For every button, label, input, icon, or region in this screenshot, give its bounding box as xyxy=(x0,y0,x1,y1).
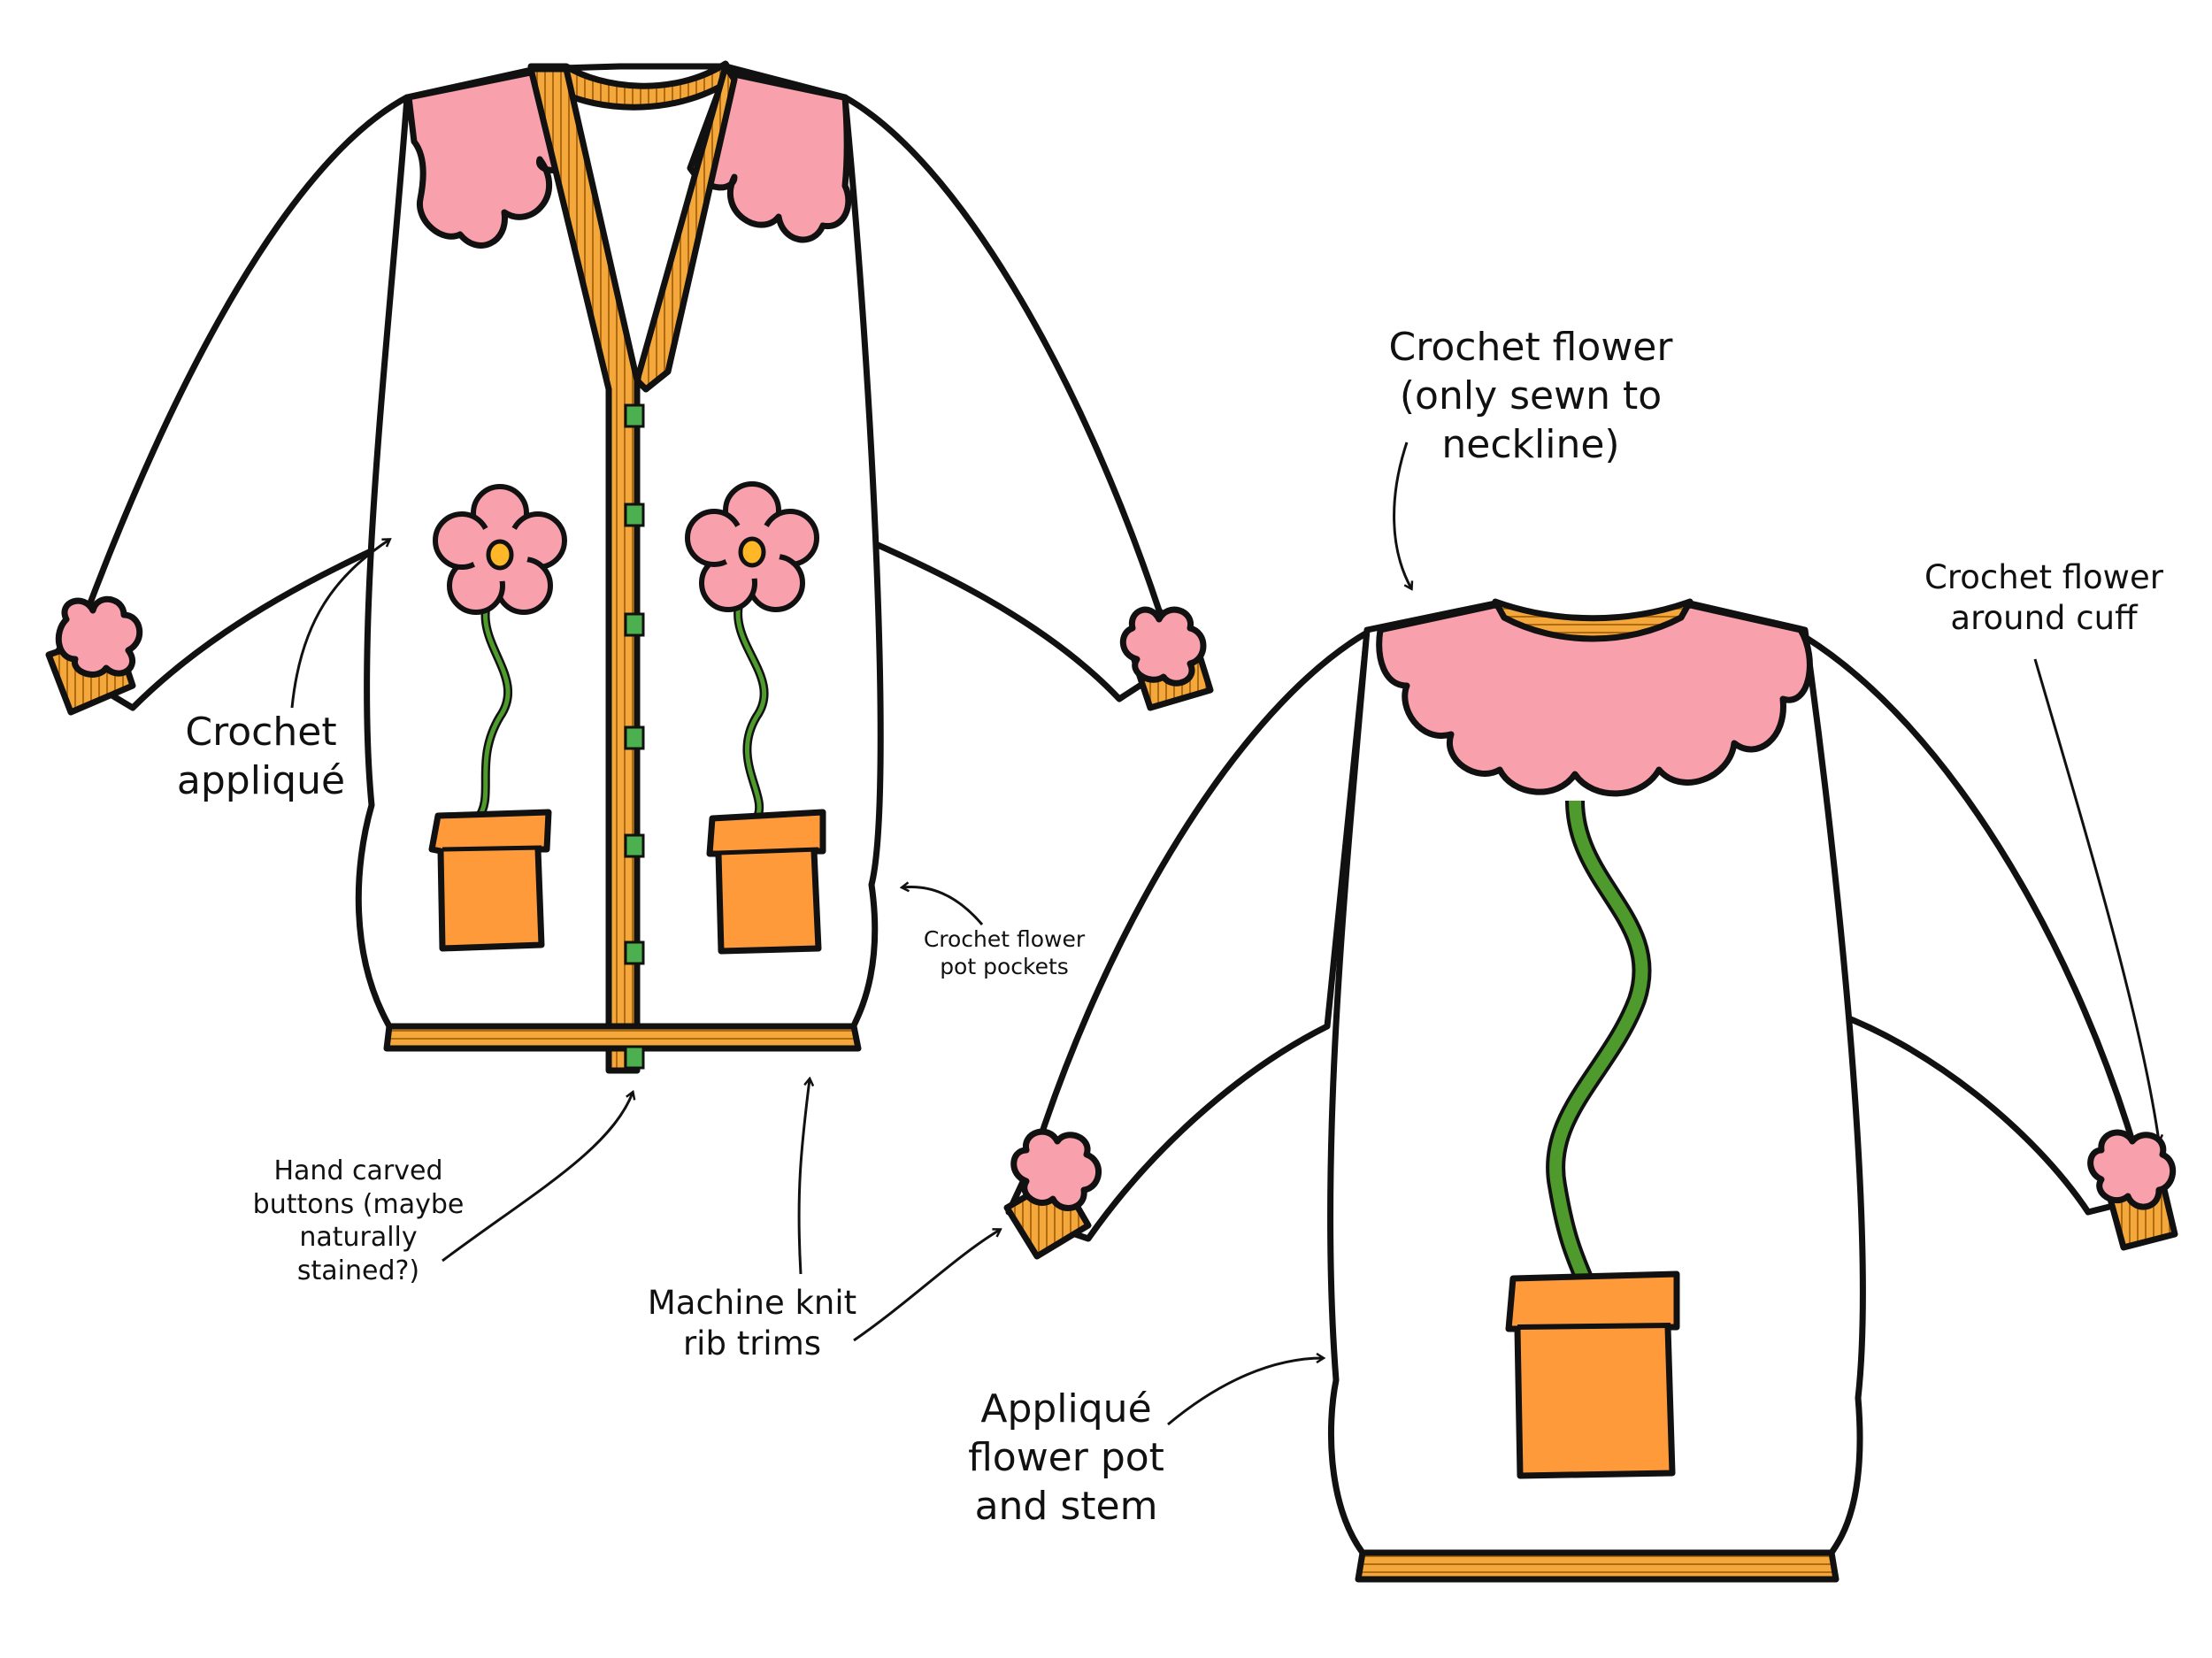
label-line: stained?) xyxy=(296,1255,420,1286)
arrow-pot-stem xyxy=(1167,1358,1323,1426)
label-line: Crochet flower xyxy=(923,926,1086,952)
button xyxy=(624,725,645,750)
arrow-crochet-applique xyxy=(290,540,389,709)
left-applique-flower xyxy=(428,484,567,952)
label-line: buttons (maybe xyxy=(252,1188,465,1220)
sweater-right-cuff-flower xyxy=(2087,1129,2177,1210)
cardigan-left-sleeve xyxy=(48,94,419,711)
arrow-pot-pockets xyxy=(902,887,984,925)
button xyxy=(624,833,645,858)
cardigan-button-band xyxy=(527,65,641,1074)
label-flower-pot-pockets: Crochet flower pot pockets xyxy=(907,925,1102,981)
cardigan-hem-band xyxy=(383,1023,862,1052)
sweater-stem xyxy=(1549,800,1648,1281)
sweater-left-sleeve xyxy=(1005,629,1371,1242)
label-crochet-flower-neckline: Crochet flower (only sewn to neckline) xyxy=(1345,323,1717,469)
right-pocket-pot xyxy=(706,809,826,955)
cardigan-front xyxy=(45,60,1214,1074)
label-line: rib trims xyxy=(682,1324,822,1363)
sweater-neck-band xyxy=(1492,598,1694,642)
button xyxy=(624,1045,645,1070)
label-line: (only sewn to xyxy=(1399,373,1663,418)
label-crochet-applique: Crochet appliqué xyxy=(150,708,372,805)
label-hand-carved-buttons: Hand carved buttons (maybe naturally sta… xyxy=(239,1155,478,1287)
label-line: flower pot xyxy=(968,1435,1164,1480)
label-line: neckline) xyxy=(1441,422,1620,467)
cardigan-right-sleeve xyxy=(841,94,1198,702)
label-applique-pot-stem: Appliqué flower pot and stem xyxy=(951,1385,1181,1531)
label-machine-knit: Machine knit rib trims xyxy=(633,1283,872,1365)
label-line: Crochet flower xyxy=(1388,325,1673,370)
label-line: Crochet xyxy=(185,710,337,755)
arrow-neckline xyxy=(1393,441,1411,588)
sweater-right-sleeve xyxy=(1801,633,2162,1216)
label-line: Crochet flower xyxy=(1924,558,2163,596)
right-applique-flower xyxy=(685,481,826,955)
label-line: pot pockets xyxy=(940,954,1069,980)
sweater-hem-band xyxy=(1355,1549,1839,1583)
callout-arrows xyxy=(290,441,2159,1426)
label-line: naturally xyxy=(299,1222,418,1253)
button xyxy=(624,940,645,965)
cardigan-left-shoulder-flower xyxy=(405,69,583,249)
sweater-back xyxy=(1003,598,2178,1583)
sweater-yoke-flower xyxy=(1376,602,1813,797)
cardigan-right-shoulder-flower xyxy=(687,69,852,243)
cardigan-right-cuff-flower xyxy=(1119,606,1207,687)
button xyxy=(624,503,645,527)
sweater-pot xyxy=(1505,1270,1680,1479)
label-line: around cuff xyxy=(1950,599,2138,638)
left-pocket-pot xyxy=(428,809,552,952)
label-line: appliqué xyxy=(176,758,346,803)
cardigan-left-cuff-flower xyxy=(55,595,143,678)
arrow-machine-knit-back xyxy=(853,1230,1000,1342)
label-line: Appliqué xyxy=(980,1386,1152,1432)
sweater-left-cuff-flower xyxy=(1010,1128,1102,1211)
label-line: and stem xyxy=(974,1484,1158,1529)
button xyxy=(624,403,645,428)
label-crochet-flower-cuff: Crochet flower around cuff xyxy=(1911,557,2177,640)
arrow-buttons xyxy=(442,1093,633,1263)
arrow-cuff xyxy=(2033,658,2159,1141)
label-line: Hand carved xyxy=(273,1155,443,1186)
cardigan-buttons xyxy=(624,403,645,1070)
button xyxy=(624,612,645,637)
label-line: Machine knit xyxy=(647,1284,857,1322)
arrow-machine-knit-front xyxy=(797,1079,810,1275)
